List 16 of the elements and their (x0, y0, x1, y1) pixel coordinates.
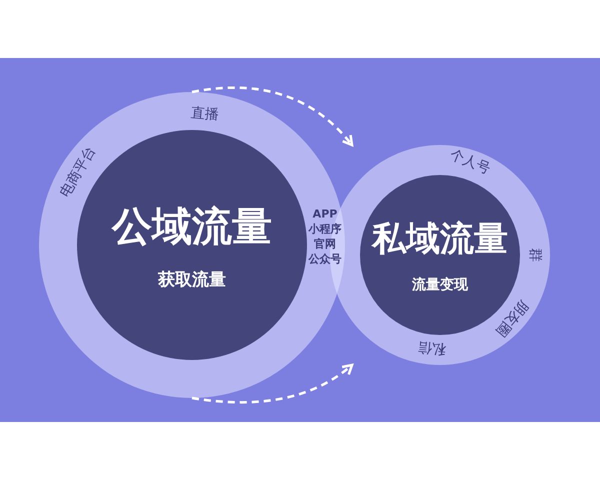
channel-label: 公众号 (308, 252, 342, 266)
title: 公域流量 (112, 203, 272, 252)
ring-label: 电商平台 (56, 143, 100, 201)
channel-label: 小程序 (308, 222, 342, 236)
ring-label: 群 (526, 248, 544, 262)
dashed-arrow (192, 364, 354, 404)
title: 私域流量 (372, 218, 508, 261)
ring-label: 直播 (190, 104, 220, 124)
ring-label: 私信 (417, 338, 447, 358)
ring-label: 个人号 (447, 146, 493, 178)
ring-label: 朋友圈 (492, 296, 532, 340)
dashed-arrow (192, 86, 354, 146)
channel-label: APP (312, 208, 338, 220)
channel-label: 官网 (314, 236, 336, 252)
subtitle: 流量变现 (412, 276, 468, 294)
subtitle: 获取流量 (158, 269, 226, 291)
